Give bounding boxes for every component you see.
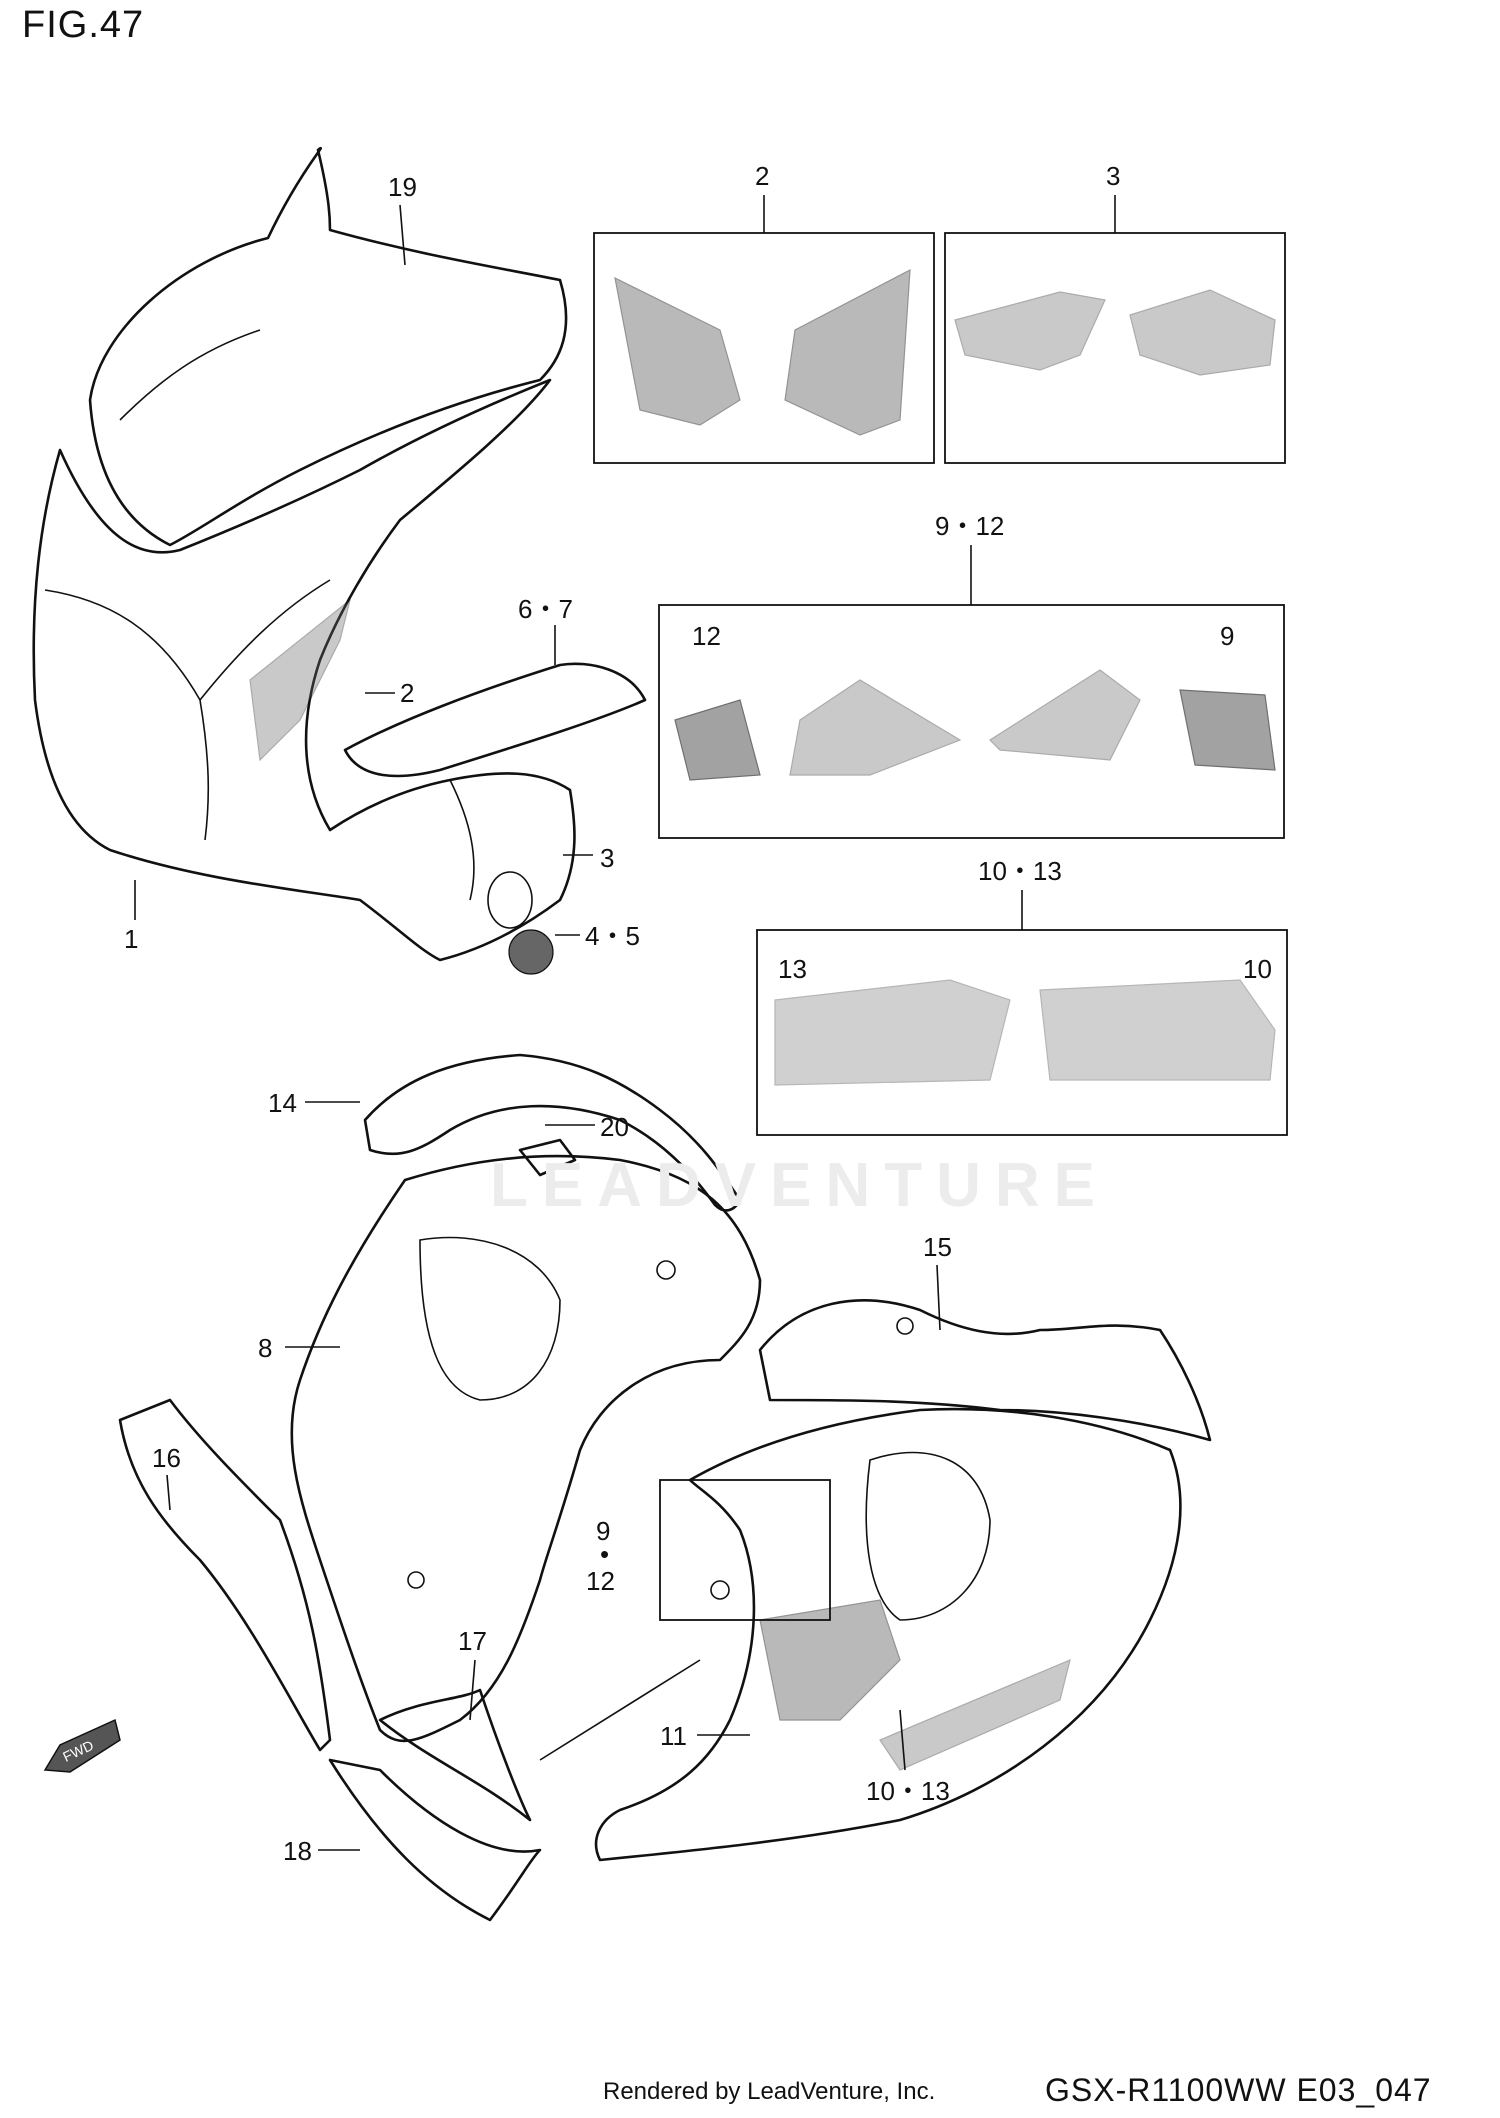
callout-3: 3 [600, 843, 614, 873]
callout-19: 19 [388, 172, 417, 202]
callout-17: 17 [458, 1626, 487, 1656]
part-4-5-grommet[interactable] [508, 929, 554, 975]
callout-20: 20 [600, 1112, 629, 1142]
box-9-12-decals[interactable] [658, 545, 1285, 839]
box-9-12-left-label: 12 [692, 621, 721, 651]
part-15-side-panel[interactable] [758, 1299, 1212, 1442]
callout-leaders [134, 204, 941, 1851]
callout-18: 18 [283, 1836, 312, 1866]
callout-9-lower: 9 [596, 1516, 610, 1546]
part-1-upper-cowling[interactable] [32, 378, 576, 962]
part-18-lower-panel[interactable] [328, 1758, 542, 1922]
box-10-13-right-label: 10 [1243, 954, 1272, 984]
box-3-label: 3 [1106, 161, 1120, 191]
figure-title: FIG.47 [22, 4, 145, 46]
callout-8: 8 [258, 1333, 272, 1363]
box-10-13-label: 10・13 [978, 856, 1062, 886]
part-11-right-cowling[interactable] [594, 1407, 1182, 1862]
part-14-inner-panel[interactable] [363, 1053, 742, 1212]
box-10-13-decals[interactable] [756, 890, 1288, 1136]
part-19-windscreen[interactable] [88, 147, 568, 547]
callout-14: 14 [268, 1088, 297, 1118]
callout-6-7: 6・7 [518, 594, 573, 624]
callout-10-13-lower: 10・13 [866, 1776, 950, 1806]
callout-1: 1 [124, 924, 138, 954]
callout-dot-lower: • [600, 1539, 609, 1569]
callout-11: 11 [660, 1721, 687, 1751]
part-6-7-panel[interactable] [343, 662, 647, 778]
part-8-side-cowling[interactable] [290, 1154, 762, 1743]
callout-15: 15 [923, 1232, 952, 1262]
callout-12-lower: 12 [586, 1566, 615, 1596]
callout-2: 2 [400, 678, 414, 708]
box-2-label: 2 [755, 161, 769, 191]
box-3-decals[interactable] [944, 195, 1286, 464]
part-20-pad[interactable] [518, 1138, 577, 1177]
fwd-arrow-icon [43, 1718, 121, 1773]
box-9-12-right-label: 9 [1220, 621, 1234, 651]
footer-model-code: GSX-R1100WW E03_047 [1045, 2072, 1432, 2108]
part-16-lower-panel[interactable] [118, 1398, 332, 1752]
box-9-12-label: 9・12 [935, 511, 1004, 541]
box-10-13-left-label: 13 [778, 954, 807, 984]
box-2-decals[interactable] [593, 195, 935, 464]
callout-16: 16 [152, 1443, 181, 1473]
part-17-inner-panel[interactable] [378, 1688, 532, 1822]
footer-rendered-by: Rendered by LeadVenture, Inc. [603, 2078, 936, 2105]
callout-4-5: 4・5 [585, 921, 640, 951]
watermark: LEADVENTURE [490, 1151, 1110, 1220]
